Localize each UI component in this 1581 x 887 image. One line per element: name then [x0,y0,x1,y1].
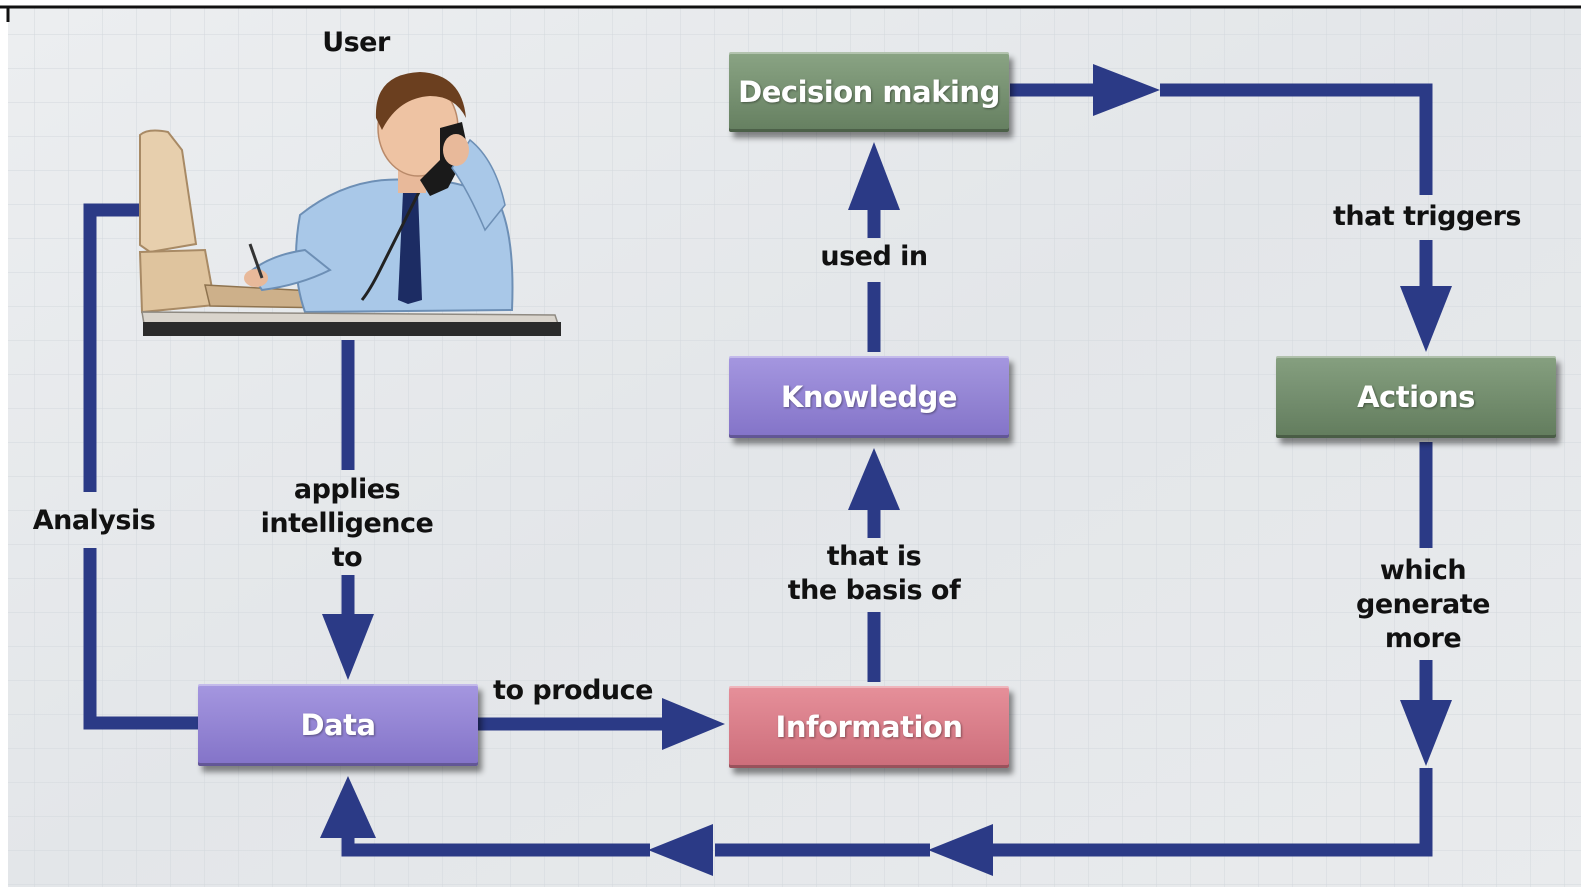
to-produce-label: to produce [493,675,653,706]
actions-to-data-connector-c [990,768,1433,857]
phone-cord [360,189,422,301]
knowledge-box: Knowledge [729,356,1009,438]
information-box: Information [729,686,1009,768]
computer-monitor [139,129,198,254]
user-arm [248,248,332,292]
generate-more-label: which generate more [1356,555,1490,654]
arrowhead-down-actions [1400,286,1452,352]
used-in-label: used in [820,241,928,272]
arrowhead-left-return-a [928,824,993,876]
analysis-label: Analysis [32,505,156,536]
arrowhead-right-information [662,698,725,750]
arrowhead-up-data [320,776,376,838]
analysis-connector-upper [83,203,145,492]
arrowhead-right-decision [1093,64,1160,116]
pen [248,243,264,279]
decision-to-actions-connector-b [1160,83,1433,195]
arrowhead-up-decision [848,142,900,210]
user-hair [375,72,466,130]
analysis-connector [83,548,200,730]
user-phone-arm [451,138,506,232]
computer-base [138,248,217,314]
basis-of-label: that is the basis of [787,541,961,606]
arrowhead-left-return-b [648,824,713,876]
arrowheads [320,64,1452,876]
user-label: User [322,27,390,58]
arrowhead-down-return [1400,700,1452,766]
connectors [83,83,1433,857]
applies-intelligence-label: applies intelligence to [260,474,434,573]
data-box: Data [198,684,478,766]
actions-box: Actions [1276,356,1556,438]
arrowhead-up-knowledge [848,448,900,510]
user-phone-hand [443,134,469,166]
user-illustration [138,72,562,336]
arrowhead-down-data [322,614,374,680]
triggers-label: that triggers [1333,201,1521,232]
user-hand [244,269,268,287]
actions-to-data-connector-e [341,835,650,857]
decision-making-box: Decision making [729,52,1009,132]
desk-edge [143,322,561,336]
